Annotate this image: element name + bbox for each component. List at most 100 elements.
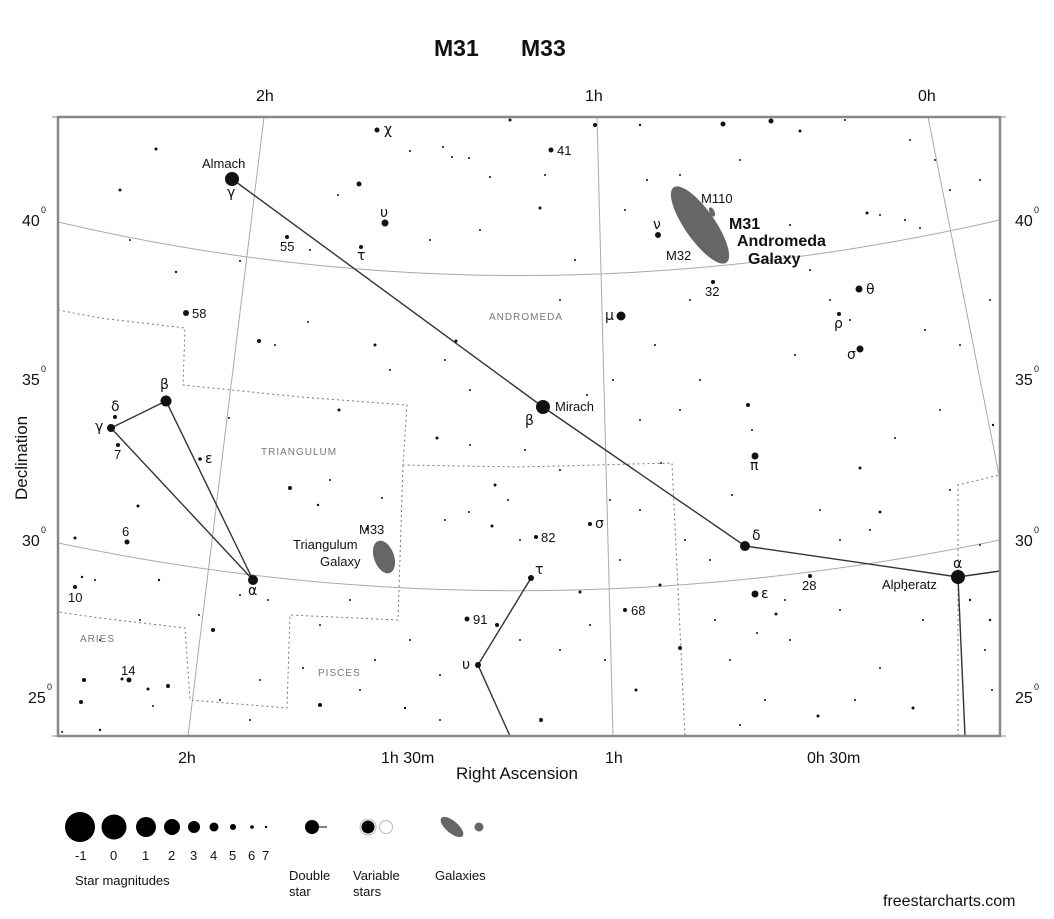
dec-right-40: 40 bbox=[1015, 213, 1033, 230]
dec-left-30: 30 bbox=[22, 533, 40, 550]
ra-bottom-1h: 1h bbox=[605, 750, 623, 767]
const-andromeda: Andromeda bbox=[489, 312, 563, 323]
labeled-stars bbox=[73, 127, 965, 683]
label-alpheratz: Alpheratz bbox=[882, 577, 937, 592]
legend-magnitude-dots bbox=[65, 812, 268, 842]
title-m31: M31 bbox=[434, 35, 479, 61]
legend-mag-4: 4 bbox=[210, 848, 217, 863]
star-41-and bbox=[548, 147, 554, 153]
star-mirach bbox=[536, 400, 550, 414]
legend-mag-m1: -1 bbox=[75, 848, 87, 863]
label-beta-mirach: β bbox=[525, 413, 534, 429]
map-frame bbox=[56, 115, 1002, 738]
ra-line-2h bbox=[187, 117, 265, 736]
dec-line-40 bbox=[58, 219, 1000, 276]
legend-variable-star-faint-icon bbox=[379, 820, 393, 834]
dec-labels-right: 40 0 35 0 30 0 25 0 bbox=[1015, 205, 1039, 707]
star-55-and bbox=[285, 235, 289, 239]
legend-mag-caption: Star magnitudes bbox=[75, 873, 170, 888]
star-theta-and bbox=[855, 285, 863, 293]
dec-right-30: 30 bbox=[1015, 533, 1033, 550]
legend-mag-7: 7 bbox=[262, 848, 269, 863]
label-gamma-tri: γ bbox=[95, 419, 103, 435]
label-gamma-almach: γ bbox=[227, 185, 235, 201]
label-41: 41 bbox=[557, 143, 571, 158]
m110-galaxy bbox=[708, 207, 716, 217]
ra-line-0h bbox=[927, 117, 1000, 481]
legend-mag-2: 2 bbox=[168, 848, 175, 863]
label-delta-tri: δ bbox=[111, 399, 120, 415]
legend-double-line2: star bbox=[289, 884, 311, 899]
label-triangulum-galaxy: Galaxy bbox=[320, 554, 361, 569]
star-alpha-tri bbox=[248, 575, 258, 585]
label-andromeda: Andromeda bbox=[737, 233, 826, 250]
label-rho: ρ bbox=[834, 316, 843, 332]
ra-bottom-2h: 2h bbox=[178, 750, 196, 767]
star-alpheratz bbox=[951, 570, 965, 584]
legend-mag-0: 0 bbox=[110, 848, 117, 863]
label-14: 14 bbox=[121, 663, 135, 678]
legend-variable-ring bbox=[359, 818, 377, 836]
dec-left-40: 40 bbox=[22, 213, 40, 230]
star-sigma-and bbox=[856, 345, 864, 353]
label-theta: θ bbox=[866, 282, 875, 298]
legend-variable-line2: stars bbox=[353, 884, 382, 899]
label-82: 82 bbox=[541, 530, 555, 545]
ra-bottom-0h30m: 0h 30m bbox=[807, 750, 860, 767]
label-sigma-psc: σ bbox=[595, 516, 604, 532]
dec-right-25: 25 bbox=[1015, 690, 1033, 707]
label-58: 58 bbox=[192, 306, 206, 321]
star-nu-and bbox=[655, 232, 661, 238]
legend-galaxy-small-icon bbox=[474, 822, 484, 832]
legend-mag-1: 1 bbox=[142, 848, 149, 863]
legend-variable-line1: Variable bbox=[353, 868, 400, 883]
x-axis-title: Right Ascension bbox=[456, 764, 578, 783]
const-triangulum: Triangulum bbox=[261, 447, 337, 458]
star-10-ari bbox=[73, 585, 77, 589]
label-55: 55 bbox=[280, 239, 294, 254]
label-m33: M33 bbox=[359, 522, 384, 537]
star-delta-and bbox=[740, 541, 750, 551]
credit[interactable]: freestarcharts.com bbox=[883, 893, 1015, 910]
map-area bbox=[58, 117, 1000, 736]
const-aries: Aries bbox=[80, 634, 115, 645]
star-upsilon-psc bbox=[475, 662, 481, 668]
star-mu-and bbox=[616, 311, 626, 321]
legend: -1 0 1 2 3 4 5 6 7 Star magnitudes Doubl… bbox=[65, 812, 486, 899]
dec-left-35: 35 bbox=[22, 372, 40, 389]
star-delta-tri bbox=[113, 415, 117, 419]
m31-galaxy bbox=[670, 186, 730, 264]
const-pisces: Pisces bbox=[318, 668, 361, 679]
label-chi: χ bbox=[384, 122, 392, 138]
label-eps-and: ε bbox=[761, 586, 769, 602]
star-82-psc bbox=[534, 535, 538, 539]
label-m32: M32 bbox=[666, 248, 691, 263]
dec-line-30 bbox=[58, 539, 1000, 592]
star-rho-and bbox=[837, 312, 841, 316]
star-7-tri bbox=[116, 443, 120, 447]
star-28-and bbox=[808, 574, 812, 578]
label-tau-and: τ bbox=[357, 248, 365, 264]
label-delta-and: δ bbox=[752, 528, 761, 544]
label-upsilon-and: υ bbox=[380, 205, 388, 221]
dec-left-25: 25 bbox=[28, 690, 46, 707]
star-pi-and bbox=[751, 452, 759, 460]
label-beta-tri: β bbox=[160, 377, 169, 393]
label-28: 28 bbox=[802, 578, 816, 593]
dec-left-35-deg: 0 bbox=[41, 364, 46, 374]
frame-ticks bbox=[52, 116, 1006, 737]
ra-top-1h: 1h bbox=[585, 88, 603, 105]
label-10: 10 bbox=[68, 590, 82, 605]
legend-mag-6: 6 bbox=[248, 848, 255, 863]
ra-bottom-1h30m: 1h 30m bbox=[381, 750, 434, 767]
star-labels: χ 41 υ τ 55 ν 32 θ ρ σ μ 58 γ β β δ γ 7 … bbox=[68, 122, 962, 678]
label-m110: M110 bbox=[701, 191, 733, 206]
star-tau-psc bbox=[528, 575, 534, 581]
label-alpha-tri: α bbox=[248, 583, 257, 599]
m32-galaxy bbox=[698, 236, 702, 240]
star-91-psc bbox=[464, 616, 470, 622]
star-sigma-psc bbox=[588, 522, 592, 526]
label-mirach: Mirach bbox=[555, 399, 594, 414]
dec-right-30-deg: 0 bbox=[1034, 525, 1039, 535]
